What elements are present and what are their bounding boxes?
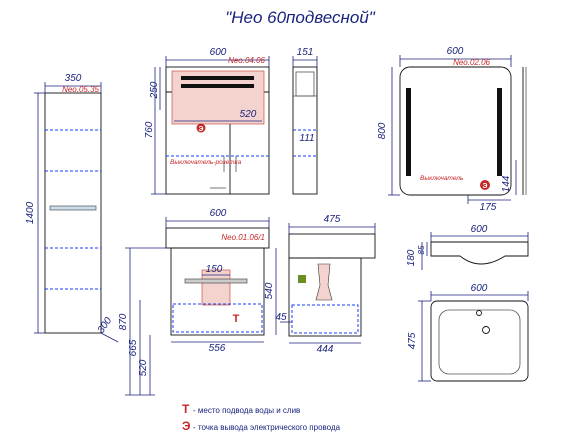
mirror-cabinet <box>151 56 270 195</box>
column-cabinet <box>34 82 119 343</box>
column-width-dim: 350 <box>65 73 82 84</box>
sink-side-600-dim: 600 <box>471 224 488 235</box>
column-depth-dim: 300 <box>96 315 115 335</box>
sink-side-85-dim: 85 <box>417 245 426 254</box>
mirror-175-dim: 175 <box>480 202 497 213</box>
mc-250-dim: 250 <box>149 81 160 99</box>
mc-width-dim: 600 <box>210 47 227 58</box>
mirror-width-dim: 600 <box>447 46 464 57</box>
mirror-e-symbol: Э <box>483 183 488 190</box>
led-strip-top <box>181 76 254 80</box>
vanity-handle <box>184 278 248 284</box>
switch-label: Выключатель <box>420 175 464 182</box>
vanity-150-dim: 150 <box>206 264 223 275</box>
vanity-870-dim: 870 <box>118 313 129 330</box>
vanity-520-dim: 520 <box>138 359 149 376</box>
e-marker-symbol: Э <box>199 126 204 133</box>
vside-475-dim: 475 <box>324 214 341 225</box>
plumbing-zone <box>201 269 231 306</box>
tap-hole <box>476 310 482 316</box>
sink-side-view <box>421 232 529 270</box>
led-mirror <box>388 55 527 204</box>
sink-side-180-dim: 180 <box>406 249 417 266</box>
page-title: "Нео 60подвесной" <box>225 8 376 27</box>
vanity-665-dim: 665 <box>128 339 139 356</box>
column-handle <box>49 205 97 211</box>
legend-e-symbol: Э <box>182 419 191 433</box>
vanity-540-dim: 540 <box>264 282 275 299</box>
mirror-code: Neo.02.06 <box>453 58 490 67</box>
mirror-cabinet-side <box>292 56 318 195</box>
siphon-fitting <box>298 275 306 283</box>
legend-e-text: - точка вывода электрического провода <box>193 423 341 432</box>
led-strip-bottom <box>181 84 254 88</box>
sink-top-600-dim: 600 <box>471 283 488 294</box>
vanity-556-dim: 556 <box>209 343 226 354</box>
column-height-dim: 1400 <box>25 201 36 224</box>
mirror-cabinet-code: Neo.04.06 <box>228 56 265 65</box>
drain-hole <box>482 326 490 334</box>
mirror-144-dim: 144 <box>501 175 512 192</box>
mirror-led-right <box>497 88 502 176</box>
sink-top-475-dim: 475 <box>407 332 418 349</box>
side-151-dim: 151 <box>297 47 314 58</box>
vanity-side <box>280 223 376 344</box>
siphon <box>315 263 333 301</box>
mc-760-dim: 760 <box>144 121 155 138</box>
vside-444-dim: 444 <box>317 344 334 355</box>
vanity-front <box>125 217 277 396</box>
legend-t-text: - место подвода воды и слив <box>193 406 300 415</box>
mirror-height-dim: 800 <box>377 122 388 139</box>
sink-top-view <box>418 291 529 382</box>
vanity-width-dim: 600 <box>210 208 227 219</box>
switch-socket-label: Выключатель-розетка <box>170 159 242 166</box>
mirror-led-left <box>406 88 411 176</box>
electric-outlet-marker <box>196 123 206 133</box>
vside-45-dim: 45 <box>275 312 287 323</box>
t-marker: Т <box>233 313 240 325</box>
vanity-code: Neo.01.06/1 <box>221 233 265 242</box>
column-code: Neo.05.35 <box>62 85 99 94</box>
legend-t-symbol: Т <box>182 402 190 416</box>
mirror-electric-marker <box>480 180 490 190</box>
side-111-dim: 111 <box>299 133 314 144</box>
mc-520-dim: 520 <box>240 109 257 120</box>
